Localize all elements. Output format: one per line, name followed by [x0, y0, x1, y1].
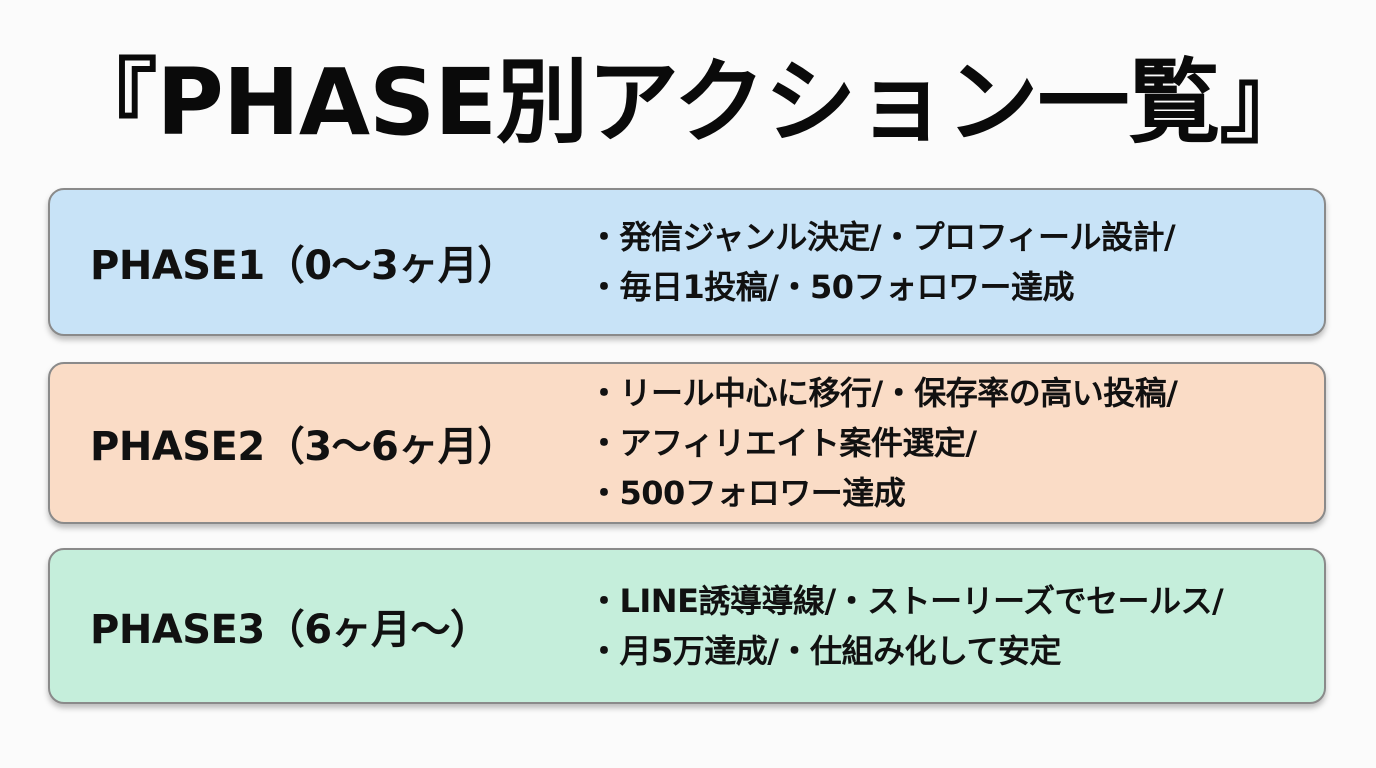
phase-label: PHASE1（0〜3ヶ月）	[90, 243, 517, 289]
action-line: ・LINE誘導導線/・ストーリーズでセールス/	[588, 582, 1224, 620]
phase-label: PHASE2（3〜6ヶ月）	[90, 424, 517, 470]
action-list: ・リール中心に移行/・保存率の高い投稿/ ・アフィリエイト案件選定/ ・500フ…	[588, 368, 1178, 518]
action-list: ・LINE誘導導線/・ストーリーズでセールス/ ・月5万達成/・仕組み化して安定	[588, 576, 1224, 676]
phase-label: PHASE3（6ヶ月〜）	[90, 607, 490, 653]
action-line: ・毎日1投稿/・50フォロワー達成	[588, 268, 1075, 306]
page-title: 『PHASE別アクション一覧』	[65, 49, 1311, 156]
action-line: ・500フォロワー達成	[588, 474, 906, 512]
phase-card-1: PHASE1（0〜3ヶ月） ・発信ジャンル決定/・プロフィール設計/ ・毎日1投…	[48, 188, 1326, 336]
phase-card-3: PHASE3（6ヶ月〜） ・LINE誘導導線/・ストーリーズでセールス/ ・月5…	[48, 548, 1326, 704]
action-line: ・発信ジャンル決定/・プロフィール設計/	[588, 218, 1176, 256]
action-line: ・月5万達成/・仕組み化して安定	[588, 632, 1062, 670]
phase-card-2: PHASE2（3〜6ヶ月） ・リール中心に移行/・保存率の高い投稿/ ・アフィリ…	[48, 362, 1326, 524]
action-line: ・アフィリエイト案件選定/	[588, 424, 977, 462]
action-line: ・リール中心に移行/・保存率の高い投稿/	[588, 374, 1178, 412]
action-list: ・発信ジャンル決定/・プロフィール設計/ ・毎日1投稿/・50フォロワー達成	[588, 212, 1176, 312]
